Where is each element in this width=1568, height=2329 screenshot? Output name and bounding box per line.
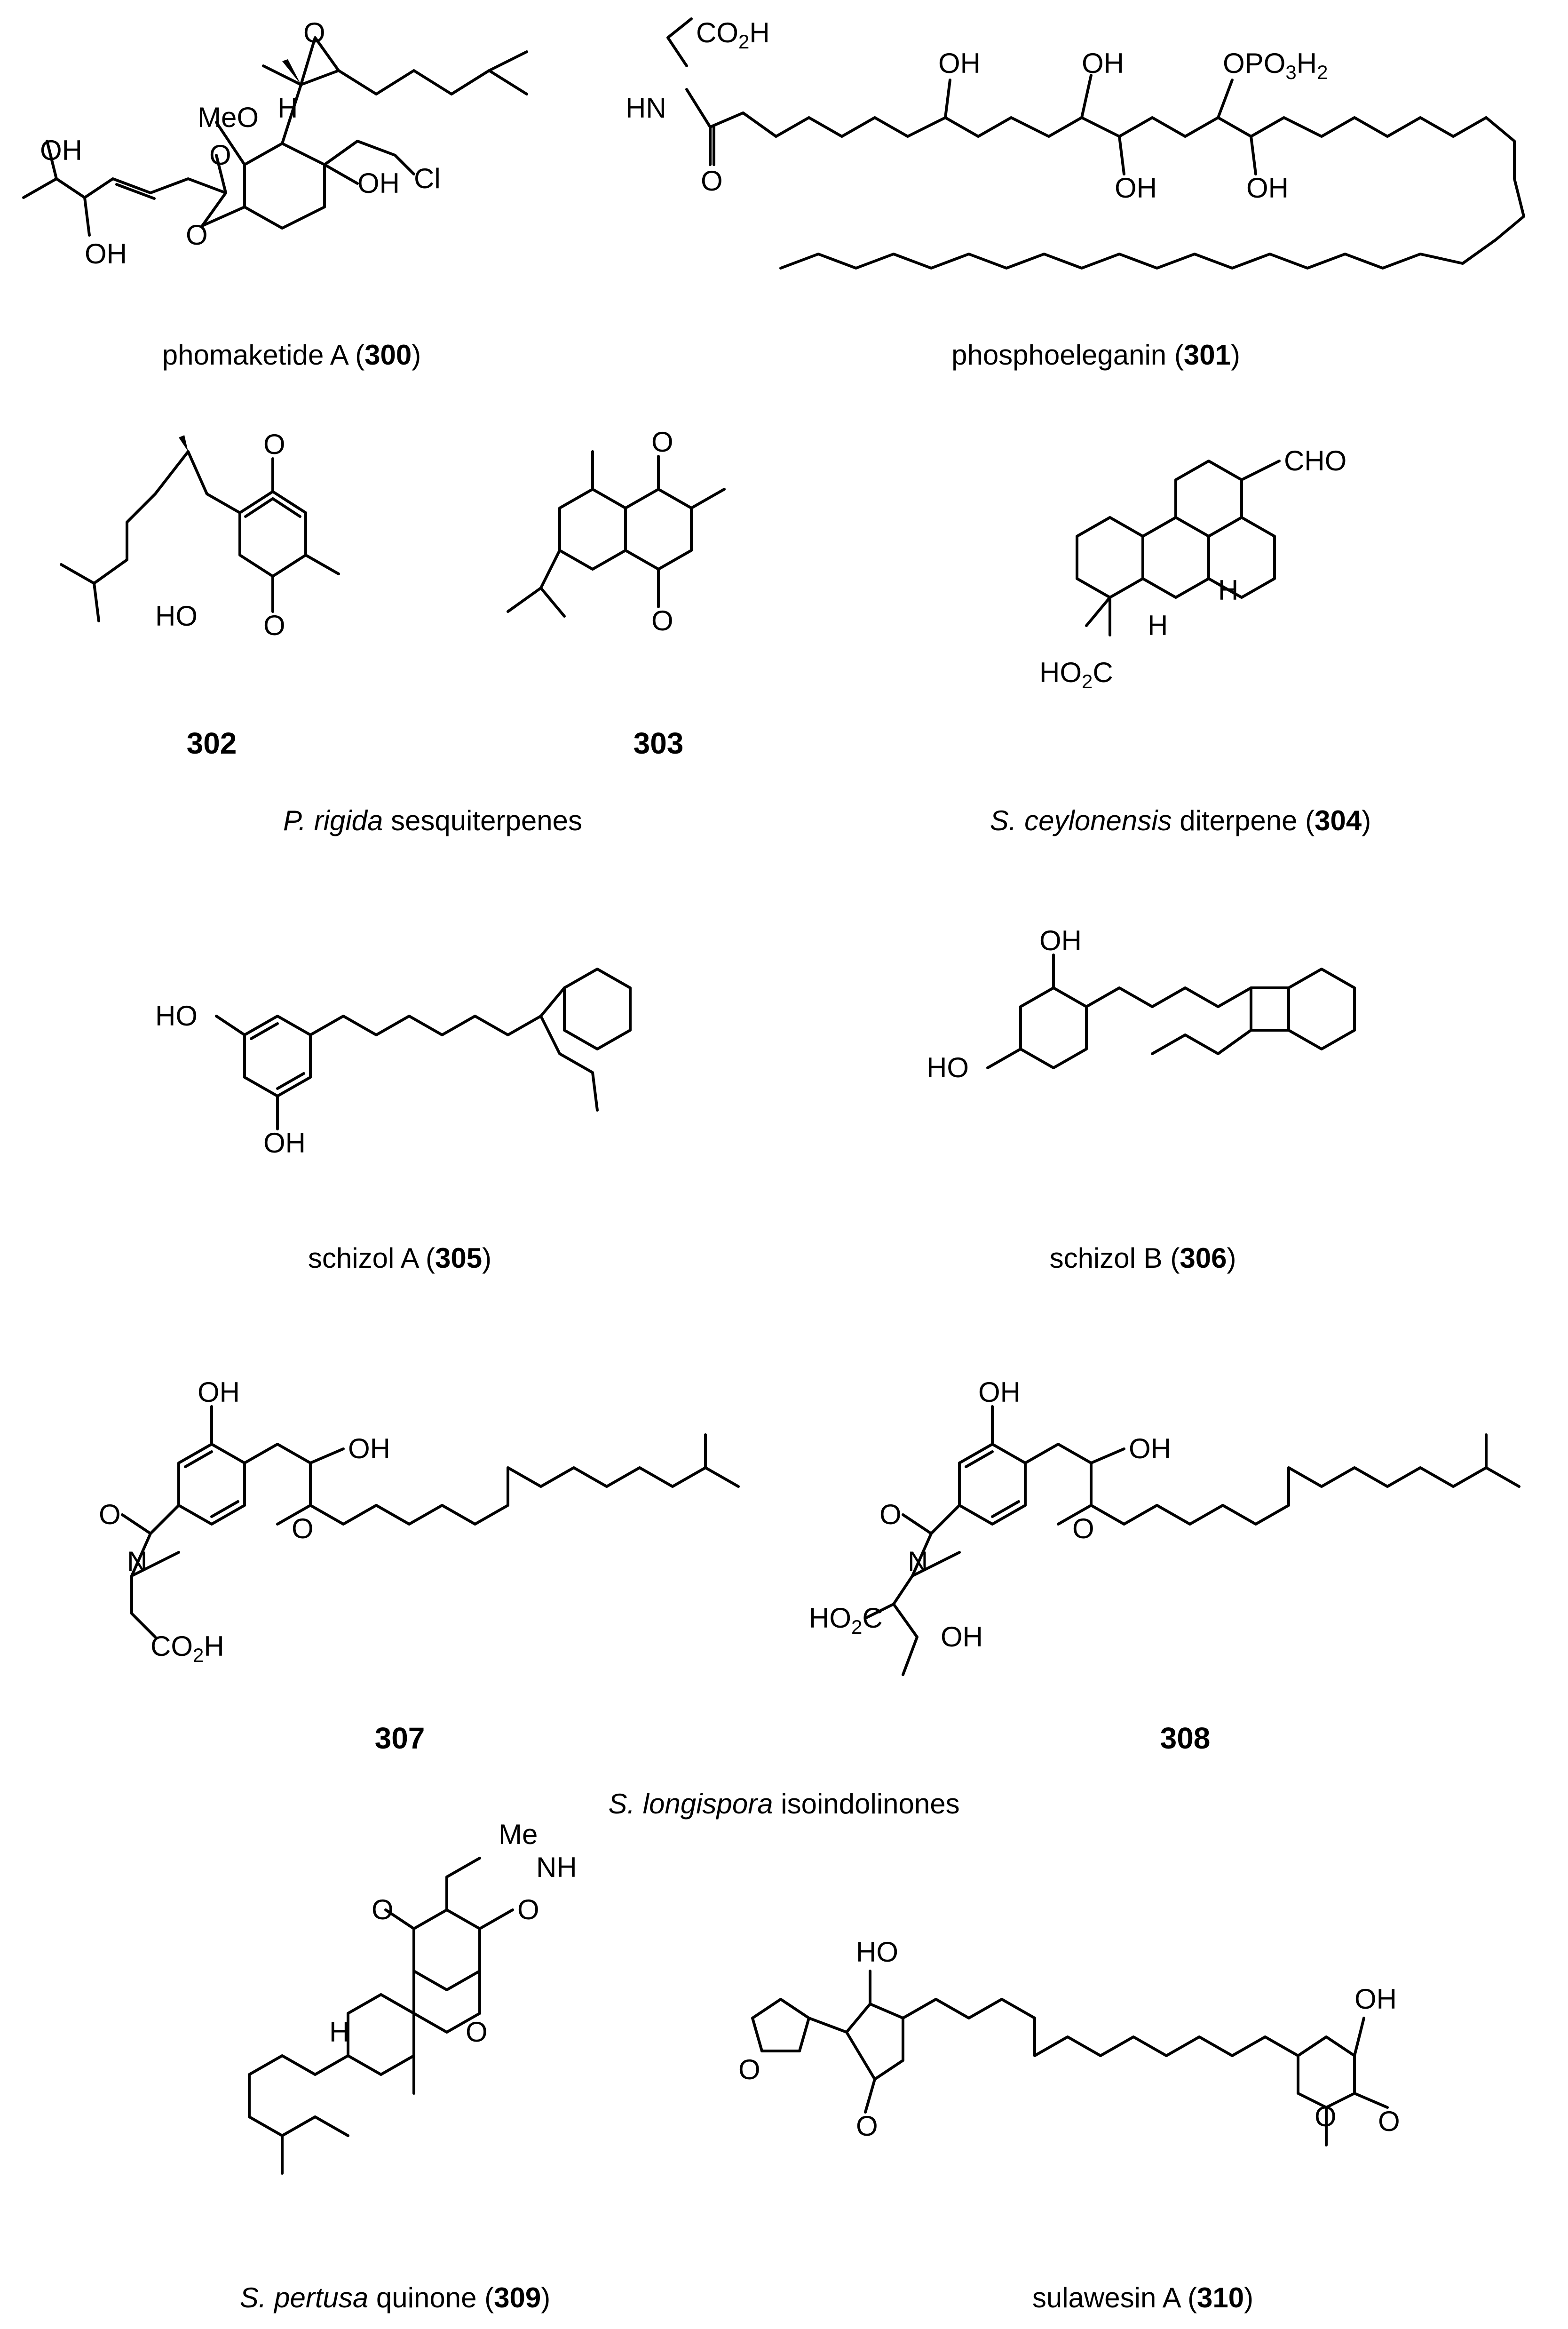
- atom-label-ho2c: HO2C: [809, 1602, 883, 1638]
- caption-304: S. ceylonensis diterpene (304): [990, 805, 1371, 836]
- atom-label-cho: CHO: [1284, 445, 1347, 477]
- atom-label-o: O: [738, 2054, 760, 2085]
- atom-label-o: O: [1315, 2101, 1337, 2132]
- caption-s-longispora: S. longispora isoindolinones: [608, 1788, 960, 1820]
- structure-303: [507, 450, 726, 618]
- structure-302: [60, 435, 340, 622]
- caption-306: schizol B (306): [1049, 1242, 1236, 1274]
- atom-label-oh: OH: [357, 167, 400, 199]
- atom-label-o: O: [263, 610, 285, 641]
- structure-310: [751, 1970, 1389, 2146]
- atom-label-h: H: [1148, 610, 1168, 641]
- atom-label-o: O: [99, 1499, 121, 1530]
- atom-label-oh: OH: [938, 48, 981, 79]
- atom-label-o: O: [517, 1894, 539, 1925]
- structure-306: [986, 954, 1356, 1069]
- atom-label-oh: OH: [1129, 1433, 1171, 1464]
- atom-label-meo: MeO: [198, 102, 259, 133]
- atom-label-oh: OH: [1246, 172, 1289, 204]
- atom-label-oh: OH: [263, 1127, 306, 1159]
- atom-label-o: O: [856, 2110, 878, 2142]
- atom-label-o: O: [303, 17, 325, 48]
- structure-300: [22, 36, 528, 237]
- atom-label-nh: NH: [536, 1852, 577, 1883]
- atom-label-o: O: [1072, 1513, 1094, 1544]
- atom-label-me: Me: [499, 1819, 538, 1850]
- compound-number-307: 307: [374, 1721, 425, 1755]
- compound-number-303: 303: [633, 726, 684, 760]
- atom-label-co2h: CO2H: [696, 17, 770, 53]
- atom-label-oh: OH: [1354, 1983, 1397, 2015]
- structure-307: [121, 1405, 740, 1638]
- atom-label-o: O: [1378, 2106, 1400, 2137]
- atom-label-ho: HO: [155, 1000, 198, 1032]
- atom-label-oh: OH: [85, 238, 127, 270]
- atom-label-o: O: [372, 1894, 394, 1925]
- atom-label-oh: OH: [941, 1621, 983, 1653]
- atom-label-oh: OH: [348, 1433, 390, 1464]
- caption-300: phomaketide A (300): [162, 339, 421, 371]
- atom-label-co2h: CO2H: [150, 1630, 224, 1666]
- atom-label-ho: HO: [927, 1052, 969, 1083]
- atom-label-hn: HN: [626, 92, 666, 124]
- atom-label-h: H: [277, 92, 298, 124]
- structure-304: [1076, 460, 1281, 636]
- atom-label-o: O: [701, 165, 723, 197]
- compound-number-308: 308: [1160, 1721, 1211, 1755]
- caption-305: schizol A (305): [308, 1242, 492, 1274]
- atom-label-ho2c: HO2C: [1039, 657, 1113, 692]
- atom-label-h: H: [1218, 574, 1239, 606]
- caption-p-rigida: P. rigida sesquiterpenes: [283, 805, 582, 836]
- atom-label-o: O: [209, 139, 231, 171]
- atom-label-ho: HO: [856, 1936, 898, 1968]
- caption-309: S. pertusa quinone (309): [239, 2282, 551, 2313]
- atom-label-o: O: [466, 2016, 488, 2048]
- atom-label-o: O: [292, 1513, 314, 1544]
- compound-number-302: 302: [186, 726, 237, 760]
- atom-label-oh: OH: [198, 1376, 240, 1408]
- structure-309: [248, 1857, 514, 2175]
- atom-label-oh: OH: [1039, 925, 1082, 956]
- atom-label-n: N: [127, 1546, 148, 1577]
- atom-label-opo3h2: OPO3H2: [1223, 48, 1328, 83]
- atom-label-oh: OH: [978, 1376, 1021, 1408]
- atom-label-oh: OH: [1082, 48, 1124, 79]
- caption-310: sulawesin A (310): [1032, 2282, 1254, 2313]
- atom-label-o: O: [186, 219, 208, 251]
- structure-301: [666, 17, 1525, 270]
- atom-label-h: H: [329, 2016, 350, 2048]
- structure-305: [215, 968, 632, 1130]
- atom-label-ho: HO: [155, 600, 198, 632]
- atom-label-cl: Cl: [414, 163, 441, 194]
- structure-308: [864, 1405, 1520, 1676]
- atom-label-o: O: [879, 1499, 902, 1530]
- atom-label-o: O: [651, 605, 673, 636]
- atom-label-oh: OH: [1115, 172, 1157, 204]
- atom-label-oh: OH: [40, 135, 82, 166]
- atom-label-o: O: [263, 429, 285, 460]
- atom-label-o: O: [651, 426, 673, 458]
- atom-label-n: N: [908, 1546, 928, 1577]
- caption-301: phosphoeleganin (301): [951, 339, 1240, 371]
